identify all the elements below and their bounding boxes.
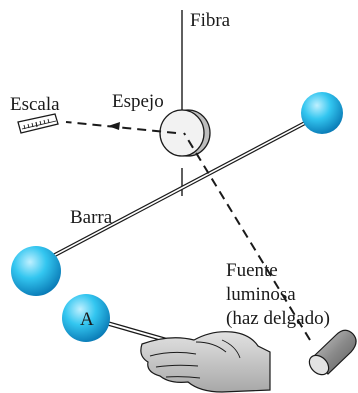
rod <box>33 112 323 268</box>
rod-label: Barra <box>70 207 113 228</box>
reflected-beam-arrow-icon <box>108 122 120 130</box>
reflected-light-beam <box>65 121 177 134</box>
incident-light-beam <box>183 132 311 341</box>
scale-label: Escala <box>10 94 60 115</box>
sphere-right <box>301 92 343 134</box>
sphere-left <box>11 246 61 296</box>
light-source-label-line-3: (haz delgado) <box>226 308 330 329</box>
mirror <box>159 109 211 157</box>
scale <box>17 113 59 134</box>
hand-icon <box>140 331 271 393</box>
sphere-a-label: A <box>80 309 94 330</box>
light-source-label-line-2: luminosa <box>226 284 296 305</box>
fiber-label: Fibra <box>190 10 231 31</box>
sphere-a <box>62 294 110 342</box>
light-source <box>308 329 357 376</box>
mirror-label: Espejo <box>112 91 164 112</box>
light-source-label-line-1: Fuente <box>226 260 278 281</box>
